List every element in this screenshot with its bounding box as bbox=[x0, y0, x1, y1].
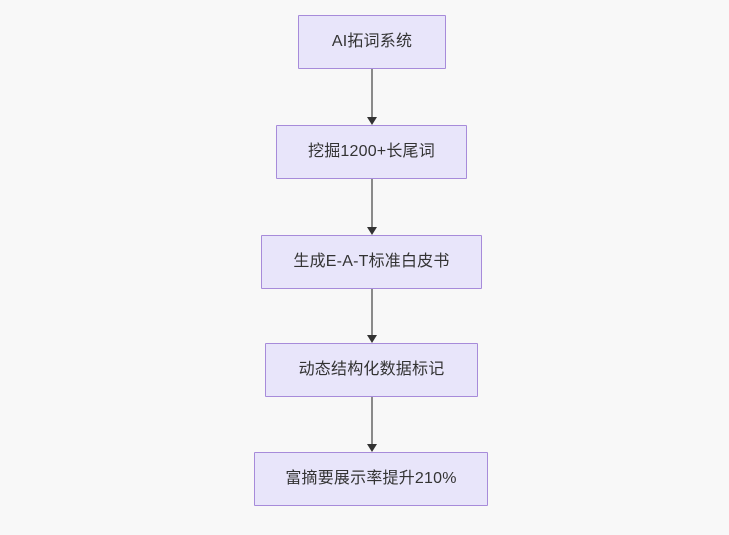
arrow-down-icon bbox=[367, 335, 377, 343]
edge-line bbox=[371, 179, 373, 227]
node-label: 动态结构化数据标记 bbox=[298, 361, 445, 378]
node-label: 生成E-A-T标准白皮书 bbox=[293, 253, 450, 270]
edge-line bbox=[371, 289, 373, 335]
node-label: 富摘要展示率提升210% bbox=[285, 470, 457, 487]
node-label: 挖掘1200+长尾词 bbox=[308, 143, 435, 160]
edge-line bbox=[371, 397, 373, 444]
flowchart-node-generate-eat-whitepaper[interactable]: 生成E-A-T标准白皮书 bbox=[261, 235, 482, 289]
flowchart-node-mine-longtail-keywords[interactable]: 挖掘1200+长尾词 bbox=[276, 125, 467, 179]
node-label: AI拓词系统 bbox=[331, 33, 413, 50]
flowchart-node-rich-snippet-impression-uplift[interactable]: 富摘要展示率提升210% bbox=[254, 452, 488, 506]
flowchart-node-dynamic-structured-data-markup[interactable]: 动态结构化数据标记 bbox=[265, 343, 478, 397]
edge-line bbox=[371, 69, 373, 117]
flowchart-node-ai-keyword-system[interactable]: AI拓词系统 bbox=[298, 15, 446, 69]
arrow-down-icon bbox=[367, 117, 377, 125]
arrow-down-icon bbox=[367, 227, 377, 235]
arrow-down-icon bbox=[367, 444, 377, 452]
